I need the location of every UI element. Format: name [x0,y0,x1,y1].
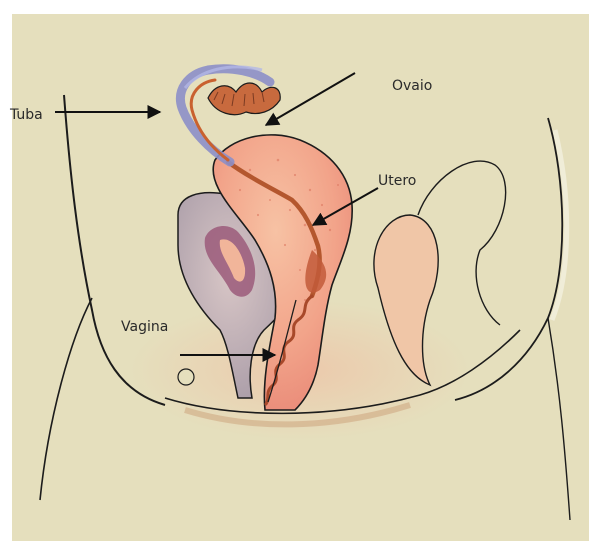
label-uterus: Utero [378,173,416,189]
label-vagina: Vagina [121,319,168,335]
rectal-bulge [178,369,194,385]
label-tube: Tuba [9,107,43,123]
label-ovary: Ovaio [392,78,432,94]
